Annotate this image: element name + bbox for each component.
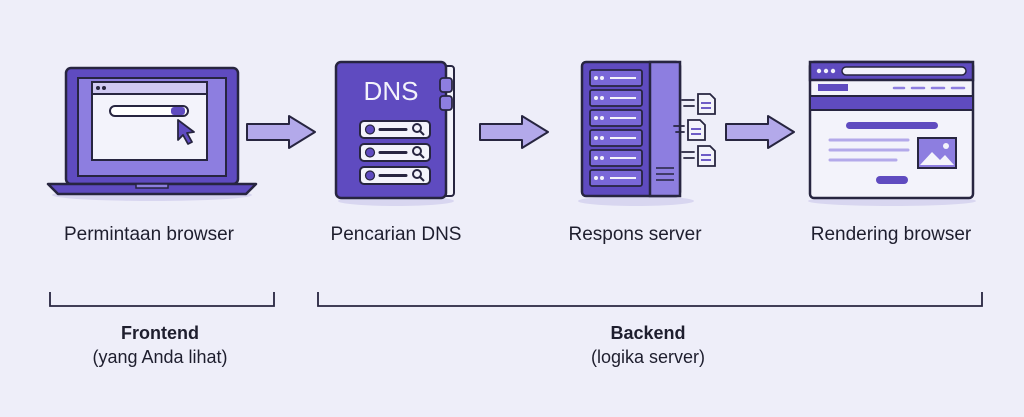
step-label-browser-rendering: Rendering browser [810, 224, 972, 245]
laptop-browser-icon [46, 66, 258, 201]
dns-label: DNS [364, 76, 419, 106]
dns-book-icon: DNS [334, 60, 455, 206]
frontend-subtitle: (yang Anda lihat) [92, 347, 228, 367]
backend-subtitle: (logika server) [590, 347, 706, 367]
backend-title: Backend [610, 323, 686, 343]
frontend-bracket [49, 292, 275, 307]
server-rack-icon [578, 60, 716, 206]
flow-arrow-2 [479, 115, 549, 149]
webpage-window-icon [808, 60, 976, 206]
flow-arrow-1 [246, 115, 316, 149]
frontend-title: Frontend [121, 323, 199, 343]
flow-arrow-3 [725, 115, 795, 149]
step-label-server-response: Respons server [568, 224, 702, 245]
backend-bracket [317, 292, 983, 307]
step-label-browser-request: Permintaan browser [63, 224, 235, 245]
step-label-dns-lookup: Pencarian DNS [330, 224, 462, 245]
